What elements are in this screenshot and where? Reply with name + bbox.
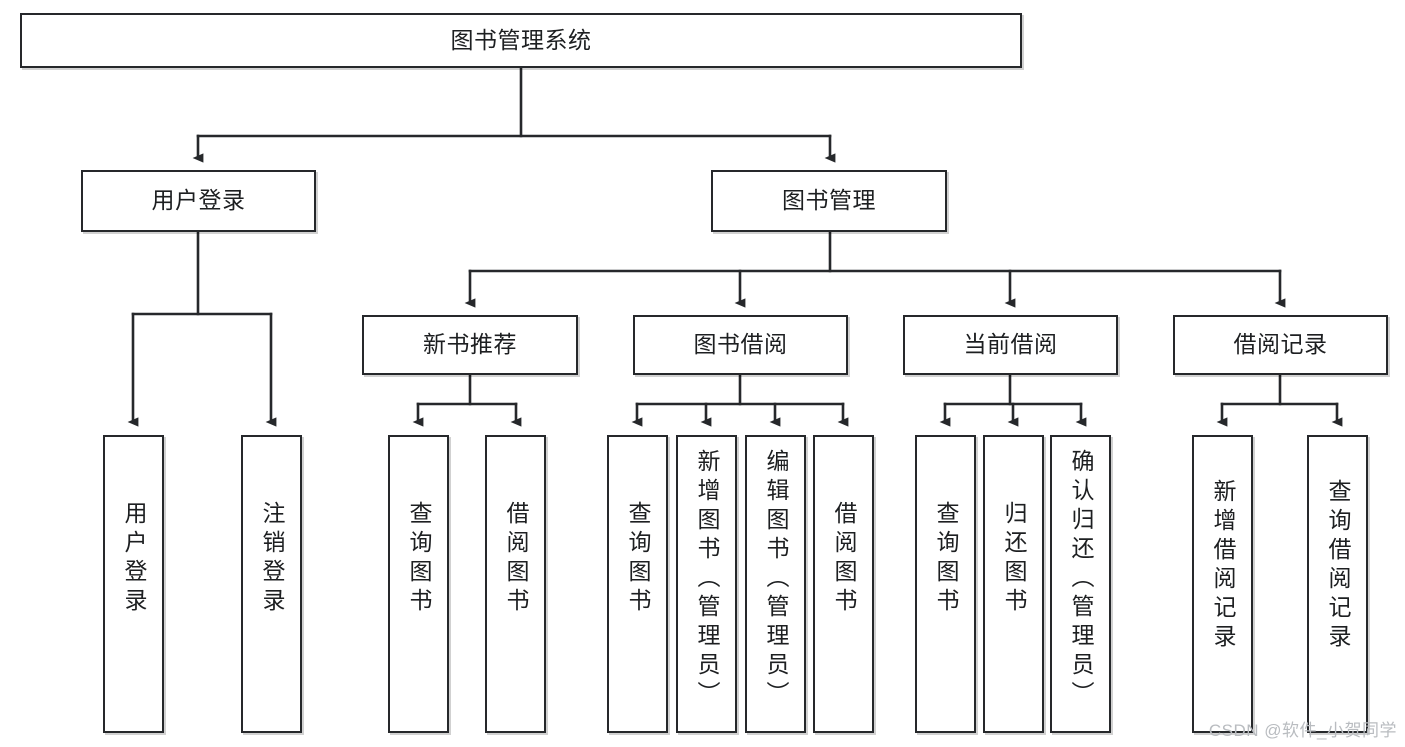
node-user-login[interactable]: 用户登录 (81, 170, 316, 232)
node-label: 确认归还（管理员） (1068, 449, 1094, 710)
node-label: 当前借阅 (963, 331, 1058, 358)
node-label: 用户登录 (121, 501, 147, 617)
node-label: 新增图书（管理员） (694, 449, 720, 710)
watermark: CSDN @软件_小贺同学 (1208, 721, 1397, 740)
node-label: 借阅记录 (1233, 331, 1328, 358)
leaf-confirm-return-admin[interactable]: 确认归还（管理员） (1050, 435, 1111, 733)
node-book-borrow[interactable]: 图书借阅 (633, 315, 848, 375)
node-label: 新增借阅记录 (1210, 479, 1236, 653)
leaf-edit-book-admin[interactable]: 编辑图书（管理员） (745, 435, 806, 733)
leaf-borrow-book-2[interactable]: 借阅图书 (813, 435, 874, 733)
leaf-user-login[interactable]: 用户登录 (103, 435, 164, 733)
node-new-book-recommend[interactable]: 新书推荐 (362, 315, 578, 375)
leaf-query-borrow-record[interactable]: 查询借阅记录 (1307, 435, 1368, 733)
node-label: 借阅图书 (503, 501, 529, 617)
node-label: 图书借阅 (693, 331, 788, 358)
node-label: 编辑图书（管理员） (763, 449, 789, 710)
leaf-add-book-admin[interactable]: 新增图书（管理员） (676, 435, 737, 733)
node-label: 用户登录 (151, 187, 246, 214)
leaf-add-borrow-record[interactable]: 新增借阅记录 (1192, 435, 1253, 733)
leaf-logout-login[interactable]: 注销登录 (241, 435, 302, 733)
leaf-query-book-2[interactable]: 查询图书 (607, 435, 668, 733)
node-label: 新书推荐 (423, 331, 517, 358)
leaf-query-book-3[interactable]: 查询图书 (915, 435, 976, 733)
leaf-borrow-book-1[interactable]: 借阅图书 (485, 435, 546, 733)
node-label: 注销登录 (259, 501, 285, 617)
node-label: 查询图书 (406, 501, 432, 617)
node-label: 图书管理 (782, 187, 876, 214)
node-label: 查询图书 (933, 501, 959, 617)
leaf-query-book-1[interactable]: 查询图书 (388, 435, 449, 733)
node-label: 归还图书 (1001, 501, 1027, 617)
leaf-return-book[interactable]: 归还图书 (983, 435, 1044, 733)
node-label: 查询借阅记录 (1325, 479, 1351, 653)
node-current-borrow[interactable]: 当前借阅 (903, 315, 1118, 375)
node-book-manage[interactable]: 图书管理 (711, 170, 947, 232)
node-label: 借阅图书 (831, 501, 857, 617)
node-label: 查询图书 (625, 501, 651, 617)
node-borrow-record[interactable]: 借阅记录 (1173, 315, 1388, 375)
node-book-management-system[interactable]: 图书管理系统 (20, 13, 1022, 68)
node-label: 图书管理系统 (450, 26, 592, 53)
